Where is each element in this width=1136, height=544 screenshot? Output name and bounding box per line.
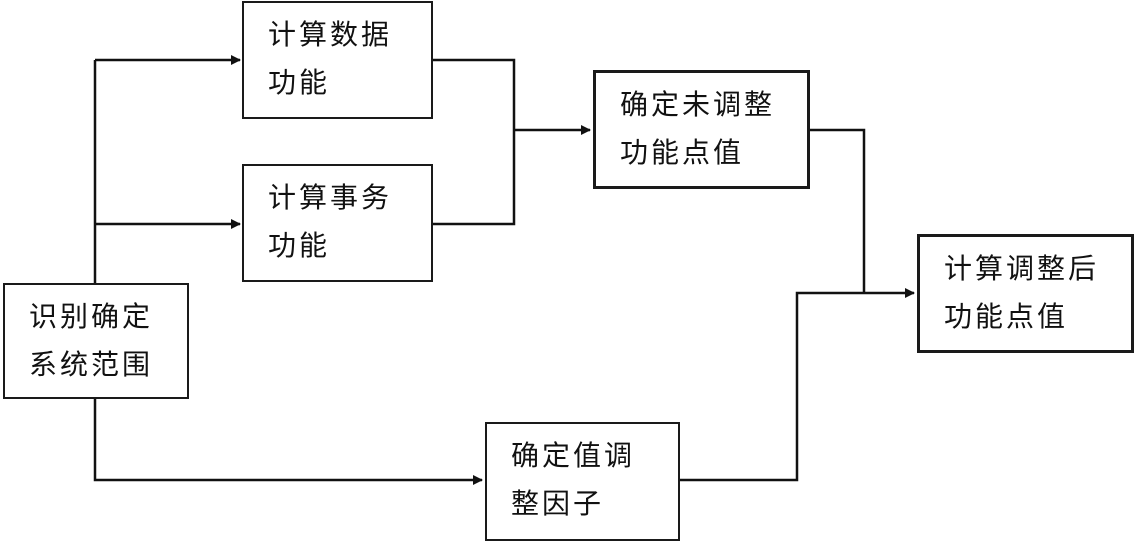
adjusted-fp-line1: 计算调整后 — [944, 252, 1100, 285]
unadjusted-fp-line2: 功能点值 — [620, 136, 745, 169]
arrow-to-adjust-factor — [93, 398, 483, 485]
unadjusted-down-line — [810, 128, 866, 293]
calc-data-function-line2: 功能 — [268, 66, 331, 99]
adjust-factor-box: 确定值调 整因子 — [485, 422, 680, 541]
unadjusted-fp-line1: 确定未调整 — [620, 88, 776, 121]
unadjusted-fp-box: 确定未调整 功能点值 — [593, 70, 810, 189]
adjusted-fp-line2: 功能点值 — [944, 300, 1069, 333]
calc-data-function-line1: 计算数据 — [268, 18, 393, 51]
calc-transaction-function-line2: 功能 — [268, 229, 331, 262]
adjust-factor-line2: 整因子 — [511, 487, 605, 520]
identify-scope-box: 识别确定 系统范围 — [3, 283, 189, 399]
calc-data-function-box: 计算数据 功能 — [242, 1, 433, 119]
calc-transaction-function-line1: 计算事务 — [268, 181, 393, 214]
calc-transaction-function-box: 计算事务 功能 — [242, 164, 433, 282]
merge-line — [432, 58, 516, 226]
adjust-factor-line1: 确定值调 — [511, 439, 636, 472]
factor-up-line — [680, 291, 864, 482]
identify-scope-line1: 识别确定 — [29, 300, 154, 333]
adjusted-fp-box: 计算调整后 功能点值 — [917, 234, 1134, 353]
identify-scope-line2: 系统范围 — [29, 348, 154, 381]
